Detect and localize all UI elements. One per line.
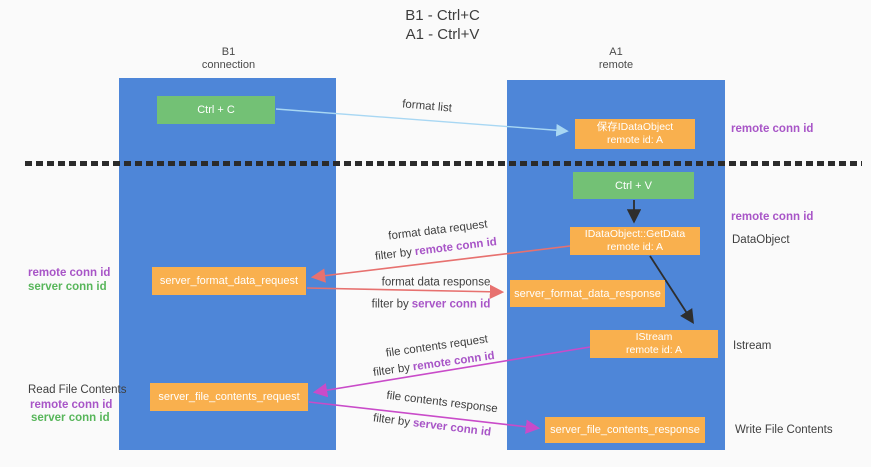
write-file-contents-annotation: Write File Contents bbox=[735, 424, 833, 436]
istream-node: IStream remote id: A bbox=[590, 330, 718, 358]
save-idataobject-node: 保存IDataObject remote id: A bbox=[575, 119, 695, 149]
diagram-title-line1: B1 - Ctrl+C bbox=[405, 7, 480, 24]
remote-conn-id-annotation-mid: remote conn id bbox=[731, 211, 814, 223]
server-format-data-response-label: server_format_data_response bbox=[514, 287, 661, 300]
diagram-title-line2: A1 - Ctrl+V bbox=[405, 26, 480, 43]
phase-separator-dashed-line bbox=[25, 161, 862, 166]
lane-header-b1: B1 connection bbox=[120, 46, 337, 72]
server-format-data-request-label: server_format_data_request bbox=[159, 275, 299, 287]
server-file-contents-request-node: server_file_contents_request bbox=[150, 383, 308, 411]
ctrl-v-label: Ctrl + V bbox=[615, 179, 652, 192]
server-conn-id-text: server conn id bbox=[412, 417, 492, 439]
server-file-contents-response-node: server_file_contents_response bbox=[545, 417, 705, 443]
server-file-contents-request-label: server_file_contents_request bbox=[158, 391, 300, 403]
ctrl-c-node: Ctrl + C bbox=[157, 96, 275, 124]
lane-a1-title: A1 bbox=[609, 46, 623, 58]
lane-header-a1: A1 remote bbox=[507, 46, 725, 72]
istream-line2: remote id: A bbox=[625, 344, 683, 356]
remote-conn-id-annotation-bottom-left: remote conn id bbox=[30, 399, 113, 411]
dataobject-annotation: DataObject bbox=[732, 234, 790, 246]
server-file-contents-response-label: server_file_contents_response bbox=[550, 424, 700, 436]
format-list-label: format list bbox=[401, 98, 453, 115]
server-conn-id-annotation-bottom-left: server conn id bbox=[31, 412, 110, 424]
ctrl-v-node: Ctrl + V bbox=[573, 172, 694, 199]
filter-by-text: filter by bbox=[374, 246, 413, 263]
ctrl-c-label: Ctrl + C bbox=[197, 104, 235, 116]
idataobject-getdata-node: IDataObject::GetData remote id: A bbox=[570, 227, 700, 255]
lane-a1-subtitle: remote bbox=[598, 59, 634, 71]
getdata-line1: IDataObject::GetData bbox=[584, 228, 686, 240]
filter-by-text: filter by bbox=[371, 298, 409, 311]
server-conn-id-annotation-left: server conn id bbox=[28, 281, 107, 293]
server-format-data-request-node: server_format_data_request bbox=[152, 267, 306, 295]
remote-conn-id-annotation-top: remote conn id bbox=[731, 123, 814, 135]
save-idataobject-line1: 保存IDataObject bbox=[596, 121, 674, 133]
server-conn-id-text: server conn id bbox=[411, 298, 491, 311]
getdata-line2: remote id: A bbox=[606, 241, 664, 253]
istream-line1: IStream bbox=[635, 331, 673, 343]
server-format-data-response-node: server_format_data_response bbox=[510, 280, 665, 307]
remote-conn-id-text: remote conn id bbox=[414, 236, 498, 259]
save-idataobject-line2: remote id: A bbox=[606, 134, 664, 146]
lane-b1-subtitle: connection bbox=[201, 59, 256, 71]
file-contents-response-label: file contents response bbox=[385, 389, 499, 416]
filter-by-text: filter by bbox=[372, 361, 411, 379]
format-data-response-label: format data response bbox=[381, 276, 491, 289]
read-file-contents-annotation: Read File Contents bbox=[28, 384, 127, 396]
filter-by-text: filter by bbox=[372, 412, 411, 429]
remote-conn-id-annotation-left: remote conn id bbox=[28, 267, 111, 279]
istream-annotation: Istream bbox=[733, 340, 772, 352]
lane-b1-title: B1 bbox=[221, 46, 236, 58]
